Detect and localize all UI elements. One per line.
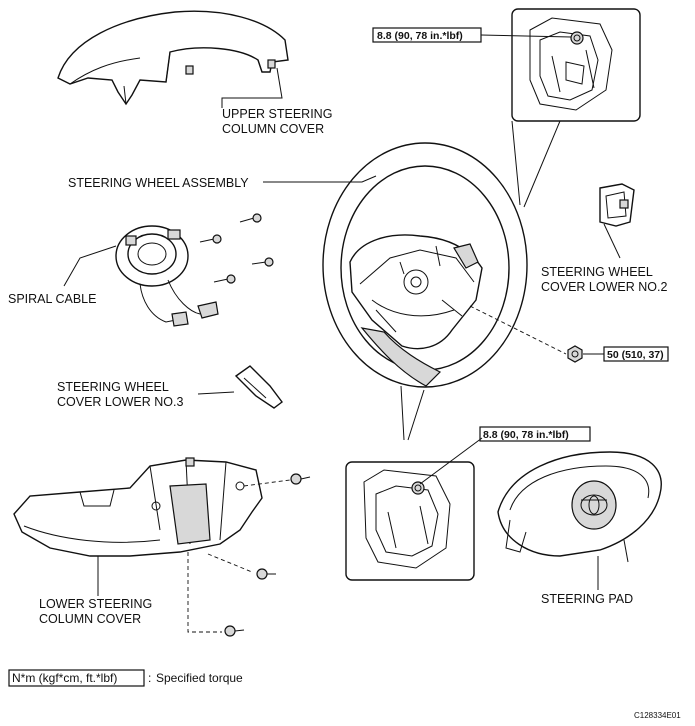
cover-no3-label-line2: COVER LOWER NO.3: [57, 395, 183, 409]
spiral-cable: [115, 225, 219, 327]
screw-icon: [239, 213, 262, 223]
top-detail-inset: [511, 8, 641, 122]
toyota-emblem-icon: [580, 494, 608, 516]
torque-value-nut: 50 (510, 37): [607, 349, 664, 361]
screw-icon: [199, 234, 222, 244]
torque-value-bottom: 8.8 (90, 78 in.*lbf): [483, 429, 569, 441]
legend-box: [8, 669, 145, 687]
bottom-bolt-icon: [411, 481, 425, 495]
wheel-assembly-label: STEERING WHEEL ASSEMBLY: [68, 176, 249, 190]
cover-no2-label-line1: STEERING WHEEL: [541, 265, 653, 279]
legend-unit: N*m (kgf*cm, ft.*lbf): [12, 671, 117, 685]
spiral-cable-label: SPIRAL CABLE: [8, 292, 96, 306]
bottom-detail-inset: [345, 461, 475, 581]
torque-value-top: 8.8 (90, 78 in.*lbf): [377, 30, 463, 42]
screw-icon: [213, 274, 236, 284]
legend-meaning: Specified torque: [156, 671, 243, 685]
steering-pad: [497, 451, 662, 563]
screw-icon: [256, 568, 276, 580]
lower-cover-label-line1: LOWER STEERING: [39, 597, 152, 611]
lower-steering-column-cover: [13, 457, 263, 557]
upper-steering-column-cover: [57, 10, 289, 106]
legend-separator: :: [148, 671, 151, 685]
steering-wheel-assembly: [322, 142, 528, 388]
upper-cover-label-line1: UPPER STEERING: [222, 107, 332, 121]
lower-cover-label-line2: COLUMN COVER: [39, 612, 141, 626]
steering-wheel-cover-lower-no2: [599, 183, 635, 227]
screw-icon: [290, 473, 311, 485]
figure-code: C128334E01: [634, 711, 681, 720]
steering-pad-label: STEERING PAD: [541, 592, 633, 606]
cover-no3-label-line1: STEERING WHEEL: [57, 380, 169, 394]
upper-cover-label-line2: COLUMN COVER: [222, 122, 324, 136]
steering-wheel-cover-lower-no3: [234, 365, 283, 409]
top-bolt-icon: [570, 31, 584, 45]
nut-icon: [567, 345, 583, 363]
torque-box-bottom: [479, 426, 591, 442]
screw-icon: [224, 625, 245, 637]
screw-icon: [251, 257, 274, 267]
cover-no2-label-line2: COVER LOWER NO.2: [541, 280, 667, 294]
torque-box-nut: [603, 346, 669, 362]
